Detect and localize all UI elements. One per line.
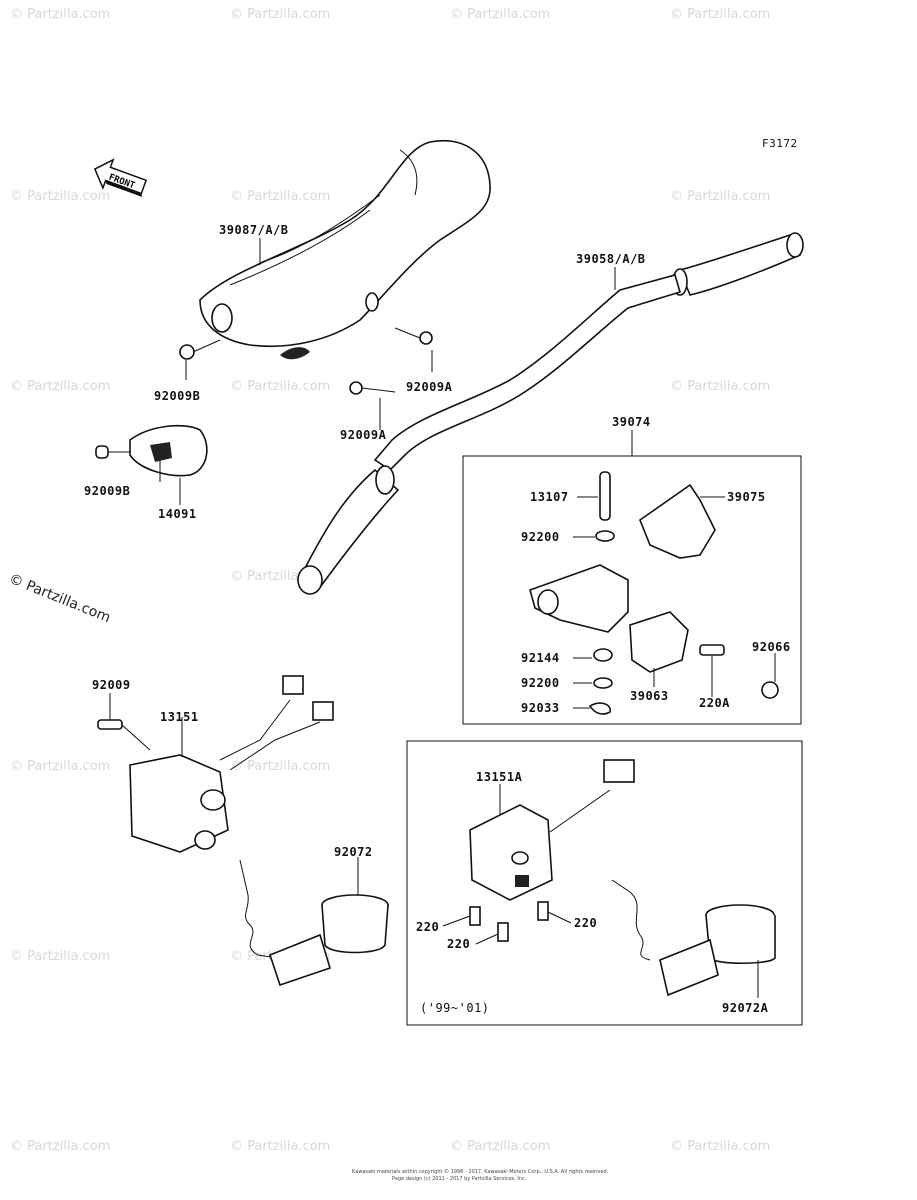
front-arrow-icon: FRONT <box>93 158 148 197</box>
part-label-92009b: 92009B <box>154 389 200 403</box>
part-label-220: 220 <box>574 916 597 930</box>
handlebar-drawing <box>297 232 804 595</box>
part-label-39058: 39058/A/B <box>576 252 646 266</box>
watermark-text: © Partzilla.com <box>670 7 770 22</box>
switch-assembly-drawing <box>97 675 334 853</box>
part-label-13107: 13107 <box>530 490 569 504</box>
watermark-text: © Partzilla.com <box>10 189 110 204</box>
part-label-13151a: 13151A <box>476 770 523 784</box>
part-label-92144: 92144 <box>521 651 560 665</box>
leader-lines <box>109 238 776 998</box>
part-label-220: 220 <box>416 920 439 934</box>
throttle-assembly-drawing <box>529 471 779 715</box>
watermark-text: © Partzilla.com <box>230 189 330 204</box>
watermark-text: © Partzilla.com <box>670 379 770 394</box>
part-label-92072a: 92072A <box>722 1001 769 1015</box>
switch-assembly-alt-drawing <box>469 759 635 942</box>
part-label-92033: 92033 <box>521 701 560 715</box>
part-label-39063: 39063 <box>630 689 669 703</box>
copyright-footer: Kawasaki materials within copyright © 19… <box>352 1168 609 1175</box>
watermark-text: © Partzilla.com <box>10 759 110 774</box>
watermark-text: © Partzilla.com <box>450 1139 550 1154</box>
watermark-text: © Partzilla.com <box>450 7 550 22</box>
side-watermark: © Partzilla.com <box>7 571 113 626</box>
inset-note: ('99~'01) <box>420 1001 490 1015</box>
figure-id: F3172 <box>762 137 798 150</box>
watermark-text: © Partzilla.com <box>10 379 110 394</box>
part-label-92009: 92009 <box>92 678 131 692</box>
watermark-text: © Partzilla.com <box>10 7 110 22</box>
part-labels: 39087/A/B 39058/A/B 92009B 92009A 92009A… <box>84 223 791 1015</box>
part-label-39087: 39087/A/B <box>219 223 289 237</box>
watermark-text: © Partzilla.com <box>230 7 330 22</box>
end-cap-drawing <box>95 424 208 477</box>
part-label-92009a: 92009A <box>340 428 387 442</box>
inset-box-switch <box>406 740 803 1026</box>
part-label-92200: 92200 <box>521 676 560 690</box>
part-label-92066: 92066 <box>752 640 791 654</box>
part-label-13151: 13151 <box>160 710 199 724</box>
lanyard-clip-alt-drawing <box>611 879 776 997</box>
watermark-text: © Partzilla.com <box>10 949 110 964</box>
part-label-92200: 92200 <box>521 530 560 544</box>
part-label-39074: 39074 <box>612 415 651 429</box>
screw-drawing <box>179 327 433 395</box>
watermark-text: © Partzilla.com <box>670 189 770 204</box>
lanyard-clip-drawing <box>239 859 389 987</box>
part-label-220a: 220A <box>699 696 730 710</box>
part-label-39075: 39075 <box>727 490 766 504</box>
part-label-92009a: 92009A <box>406 380 453 394</box>
watermark-text: © Partzilla.com <box>670 1139 770 1154</box>
copyright-footer: Page design (c) 2011 - 2017 by Partzilla… <box>392 1176 527 1182</box>
part-label-92072: 92072 <box>334 845 373 859</box>
watermark-text: © Partzilla.com <box>230 1139 330 1154</box>
watermark-text: © Partzilla.com <box>10 1139 110 1154</box>
watermark-text: © Partzilla.com <box>230 759 330 774</box>
part-label-220: 220 <box>447 937 470 951</box>
part-label-92009b: 92009B <box>84 484 130 498</box>
part-label-14091: 14091 <box>158 507 197 521</box>
watermark-text: © Partzilla.com <box>230 379 330 394</box>
handlebar-pad-drawing <box>199 140 491 360</box>
